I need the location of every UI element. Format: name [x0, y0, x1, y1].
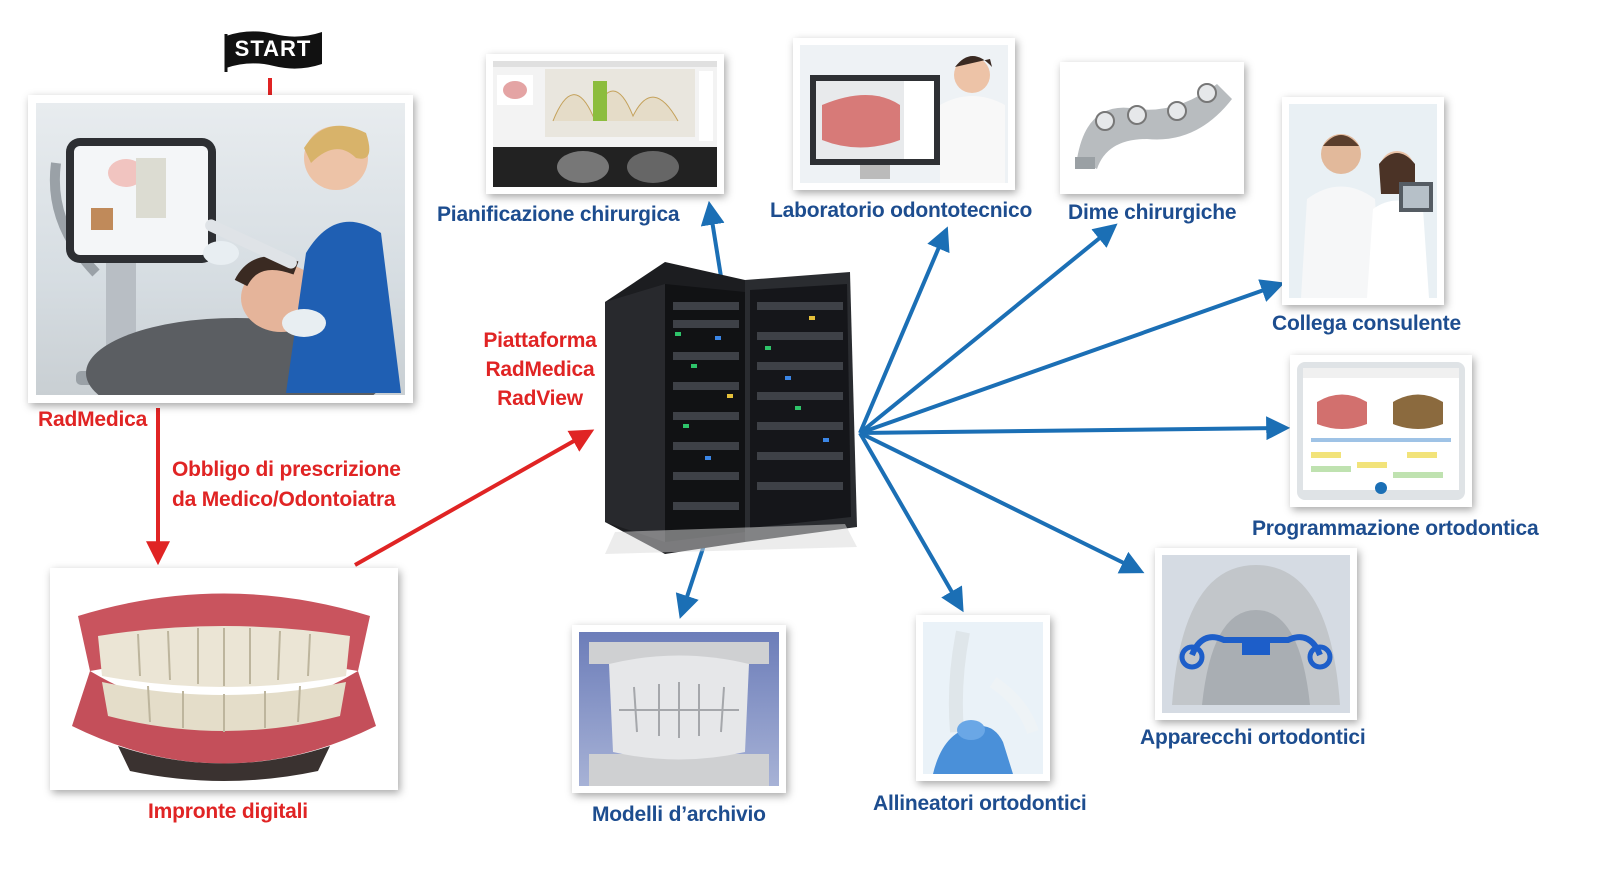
- radmedica-label: RadMedica: [38, 408, 148, 431]
- platform-line2: RadMedica: [485, 358, 595, 381]
- platform-line3: RadView: [497, 387, 583, 410]
- surgical-planning-screenshot: [486, 54, 724, 194]
- archive-models-image: [572, 625, 786, 793]
- modelli-label: Modelli d’archivio: [592, 803, 766, 826]
- arrow-to-programmazione: [859, 416, 1291, 441]
- start-label: START: [234, 36, 312, 61]
- dental-lab-photo: [793, 38, 1015, 190]
- allineatori-label: Allineatori ortodontici: [873, 792, 1087, 815]
- ortho-software-illustration: [1303, 368, 1459, 494]
- prescription-line1: Obbligo di prescrizione: [172, 458, 401, 481]
- surgical-guide-illustration: [1075, 83, 1232, 169]
- planning-software-illustration: [493, 61, 717, 187]
- server-rack-icon: [605, 262, 857, 554]
- prescription-line2: da Medico/Odontoiatra: [172, 488, 396, 511]
- dime-label: Dime chirurgiche: [1068, 201, 1237, 224]
- dentition-illustration: [72, 593, 376, 781]
- intraoral-scan-photo: [28, 95, 413, 403]
- start-flag-icon: [224, 31, 322, 72]
- consultant-doctors-photo: [1282, 97, 1444, 305]
- surgical-guide-image: [1060, 62, 1244, 194]
- orthodontic-appliance-image: [1155, 548, 1357, 720]
- doctors-illustration: [1301, 134, 1433, 298]
- consulente-label: Collega consulente: [1272, 312, 1461, 335]
- apparecchi-label: Apparecchi ortodontici: [1140, 726, 1366, 749]
- pianificazione-label: Pianificazione chirurgica: [437, 203, 680, 226]
- aligner-illustration: [933, 630, 1039, 774]
- scanner-illustration: [49, 125, 401, 395]
- programmazione-label: Programmazione ortodontica: [1252, 517, 1539, 540]
- digital-impression-image: [50, 568, 398, 790]
- palatal-expander-illustration: [1172, 565, 1340, 705]
- arrow-to-consulente: [859, 279, 1285, 435]
- laboratorio-label: Laboratorio odontotecnico: [770, 199, 1033, 222]
- arrow-to-laboratorio: [858, 226, 950, 434]
- platform-line1: Piattaforma: [483, 329, 597, 352]
- clear-aligner-photo: [916, 615, 1050, 781]
- arrow-to-allineatori: [858, 431, 964, 613]
- impronte-label: Impronte digitali: [148, 800, 308, 823]
- plaster-model-illustration: [589, 642, 769, 786]
- arrow-to-dime: [858, 223, 1118, 435]
- orthodontic-planning-screenshot: [1290, 355, 1472, 507]
- lab-technician-illustration: [810, 56, 1005, 183]
- arrow-to-apparecchi: [859, 431, 1145, 574]
